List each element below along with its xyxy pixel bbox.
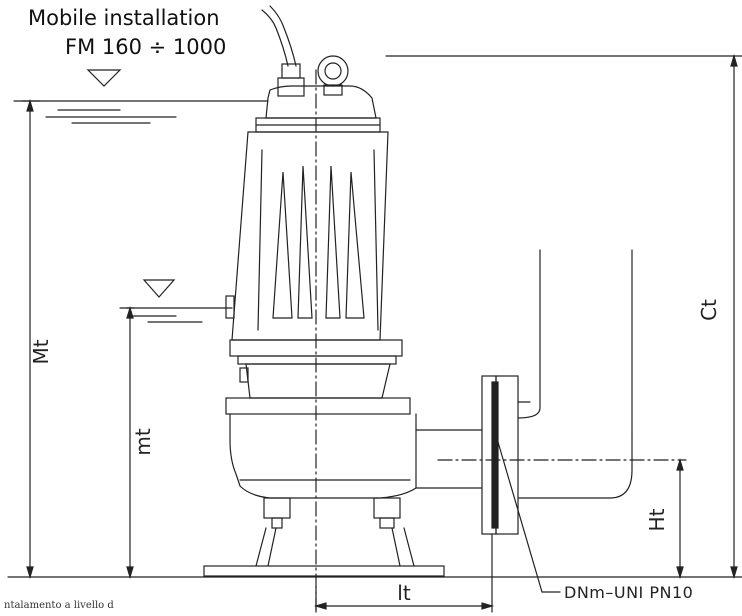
label-lt: lt — [397, 581, 411, 605]
motor-cap — [255, 85, 381, 133]
drawing-title-line1: Mobile installation — [28, 6, 220, 30]
pump-feet — [203, 497, 445, 577]
drawing-title-line2: FM 160 ÷ 1000 — [65, 35, 227, 59]
label-mt: mt — [131, 428, 155, 455]
pump-volute — [229, 413, 483, 499]
label-Mt: Mt — [29, 339, 53, 364]
water-level-high — [21, 69, 269, 124]
motor-side-plug — [225, 295, 235, 319]
dimension-Mt — [13, 98, 41, 580]
label-Ct: Ct — [697, 299, 721, 321]
volute-flange — [225, 397, 411, 415]
discharge-flanges — [481, 375, 519, 535]
motor-body — [225, 131, 389, 341]
water-level-triangle-icon — [142, 279, 176, 298]
power-cable — [261, 5, 305, 97]
label-flange-spec: DNm–UNI PN10 — [564, 583, 693, 602]
seal-chamber — [239, 363, 391, 399]
dimension-Ht — [676, 457, 684, 580]
dimension-mt — [119, 305, 135, 580]
footnote-text: ntalamento a livello d — [4, 600, 114, 611]
lifting-eye-icon — [317, 55, 349, 96]
discharge-pipe — [517, 249, 633, 499]
water-level-low — [125, 279, 233, 323]
label-Ht: Ht — [645, 508, 669, 531]
water-level-triangle-icon — [86, 69, 122, 87]
flange-leader — [497, 441, 561, 593]
dimension-Ct — [385, 53, 742, 580]
dimension-lt — [313, 533, 495, 613]
